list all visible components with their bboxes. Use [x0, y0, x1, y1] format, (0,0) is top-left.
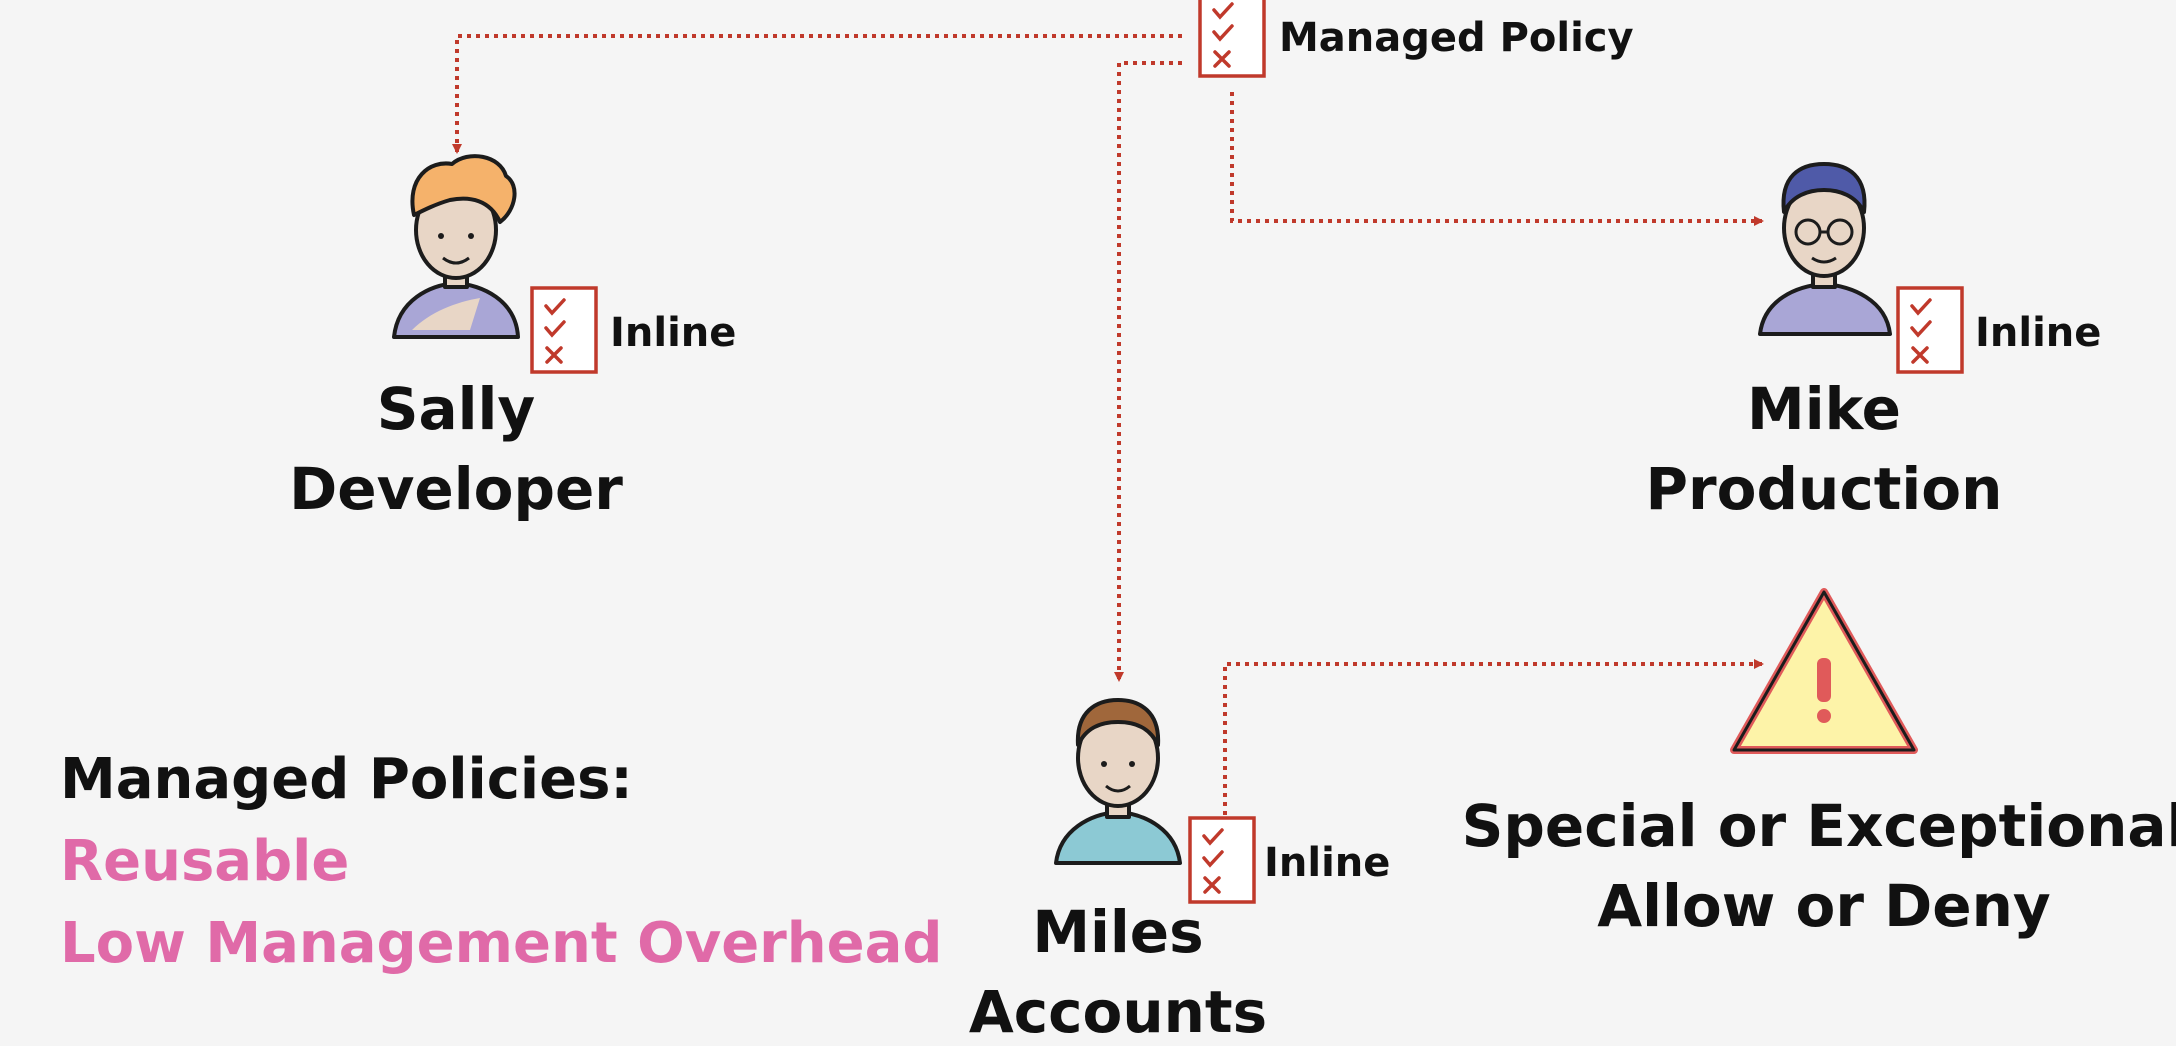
mike-last-name: Production: [1645, 455, 2003, 523]
sally-first-name: Sally: [376, 375, 536, 443]
mike-avatar: [1758, 162, 1892, 336]
miles-last-name: Accounts: [968, 978, 1268, 1046]
summary-point-overhead: Low Management Overhead: [60, 911, 943, 976]
miles-avatar: [1054, 698, 1182, 865]
miles-inline-label: Inline: [1264, 840, 1391, 886]
arrow-to-mike: [1230, 92, 1764, 226]
exception-line-2: Allow or Deny: [1597, 872, 2051, 940]
arrow-to-sally: [452, 34, 1182, 154]
miles-inline-policy-icon: [1188, 816, 1256, 904]
summary-point-reusable: Reusable: [60, 829, 350, 894]
sally-avatar: [392, 154, 520, 339]
managed-policy-label: Managed Policy: [1279, 15, 1634, 61]
mike-inline-policy-icon: [1896, 286, 1964, 374]
mike-first-name: Mike: [1747, 375, 1901, 443]
mike-inline-label: Inline: [1975, 310, 2102, 356]
sally-inline-label: Inline: [610, 310, 737, 356]
warning-icon: [1730, 588, 1918, 754]
sally-last-name: Developer: [289, 455, 623, 523]
managed-policy-icon: [1198, 0, 1266, 78]
exception-line-1: Special or Exceptional: [1461, 792, 2176, 860]
miles-first-name: Miles: [1032, 898, 1204, 966]
arrow-to-miles: [1114, 61, 1182, 682]
sally-inline-policy-icon: [530, 286, 598, 374]
summary-heading: Managed Policies:: [60, 747, 633, 812]
